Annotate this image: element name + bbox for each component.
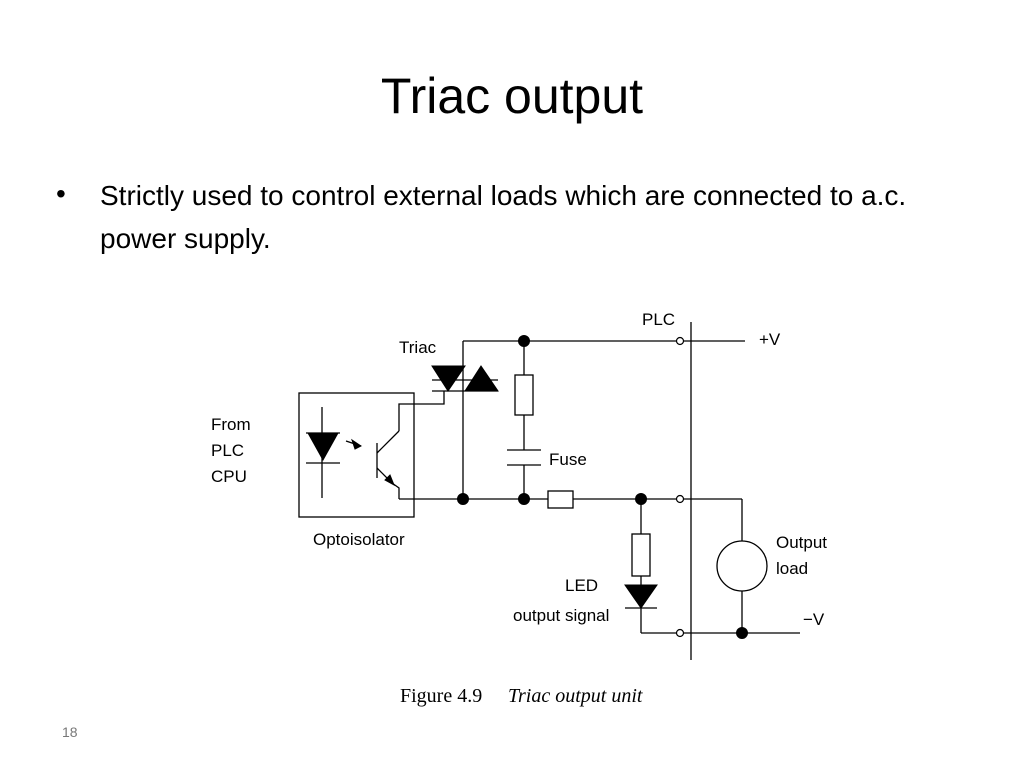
fuse	[547, 490, 574, 509]
terminal	[675, 628, 685, 638]
junction-dot	[518, 493, 530, 505]
led-resistor	[631, 533, 651, 577]
junction-dot	[635, 493, 647, 505]
label-plc: PLC	[642, 310, 675, 329]
label-triac: Triac	[399, 338, 437, 357]
label-output-signal: output signal	[513, 606, 609, 625]
snubber-resistor	[514, 374, 534, 416]
label-plc-cpu-2: CPU	[211, 467, 247, 486]
triac-symbol	[431, 365, 466, 392]
terminal	[675, 336, 685, 346]
junction-dot	[457, 493, 469, 505]
label-from: From	[211, 415, 251, 434]
terminal	[675, 494, 685, 504]
label-fuse: Fuse	[549, 450, 587, 469]
label-led: LED	[565, 576, 598, 595]
junction-dot	[518, 335, 530, 347]
opto-led-symbol	[307, 432, 339, 462]
label-load: load	[776, 559, 808, 578]
label-plc-cpu-1: PLC	[211, 441, 244, 460]
bullet-dot: •	[56, 178, 66, 209]
slide-number: 18	[62, 724, 78, 740]
label-plus-v: +V	[759, 330, 781, 349]
indicator-led-symbol	[624, 584, 658, 609]
bullet-text: Strictly used to control external loads …	[100, 180, 907, 254]
label-optoisolator: Optoisolator	[313, 530, 405, 549]
label-output: Output	[776, 533, 827, 552]
figure-number: Figure 4.9	[400, 685, 482, 707]
output-load-symbol	[716, 540, 768, 592]
slide-title: Triac output	[380, 68, 644, 124]
junction-dot	[736, 627, 748, 639]
figure-caption: Triac output unit	[508, 685, 643, 707]
label-minus-v: −V	[803, 610, 825, 629]
optoisolator-box	[298, 392, 415, 518]
